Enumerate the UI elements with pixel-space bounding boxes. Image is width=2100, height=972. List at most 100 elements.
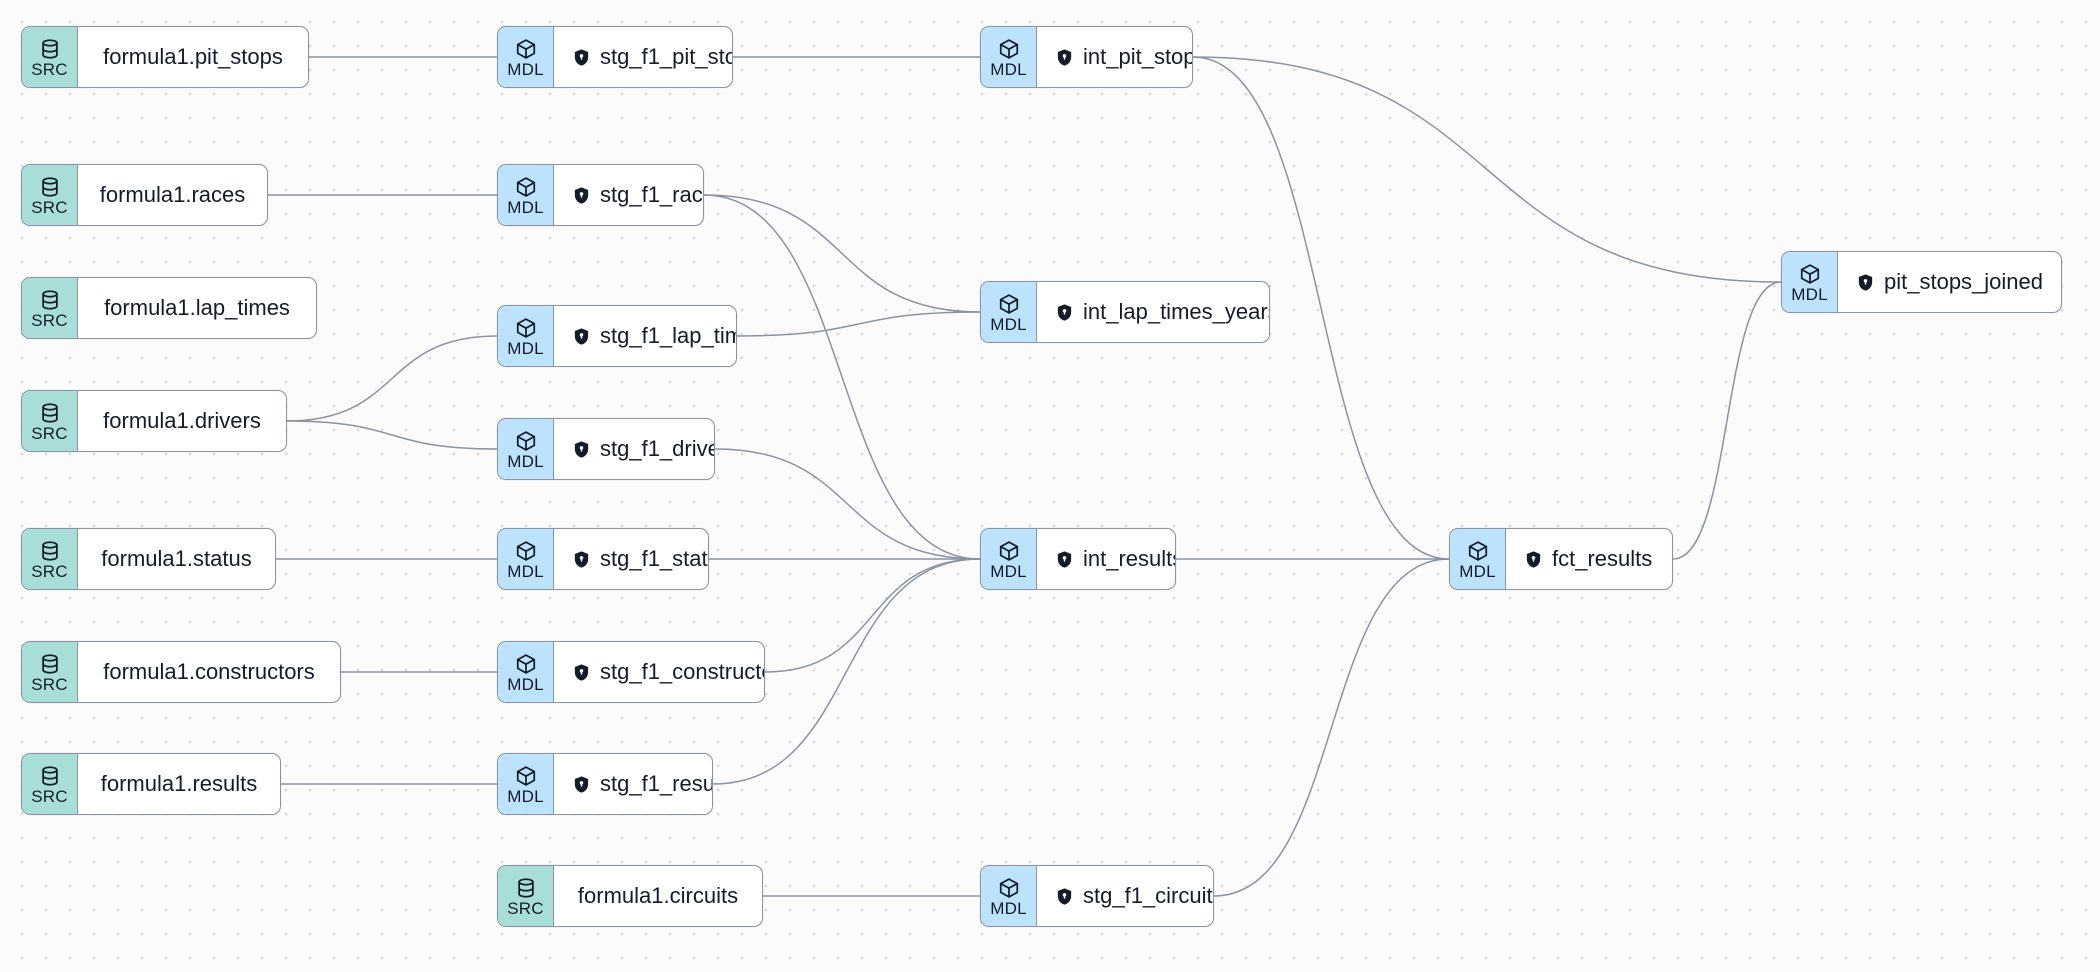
node-label: formula1.status (101, 546, 252, 571)
badge-label: MDL (1791, 285, 1828, 304)
node-label: stg_f1_drivers (600, 436, 714, 461)
edge-stg_circuits-to-fct_results (1213, 558, 1450, 897)
cube-icon (998, 38, 1020, 60)
node-label-wrap: fct_results (1506, 529, 1672, 589)
node-label: int_pit_stops (1083, 44, 1192, 69)
graph-node-src_circuits[interactable]: SRC formula1.circuits (497, 865, 763, 927)
badge-label: SRC (507, 899, 544, 918)
node-label: formula1.lap_times (104, 295, 290, 320)
cube-icon (998, 877, 1020, 899)
mdl-badge: MDL (498, 27, 554, 87)
edge-stg_races-to-int_results (703, 194, 981, 560)
mdl-badge: MDL (498, 165, 554, 225)
node-label-wrap: int_pit_stops (1037, 27, 1192, 87)
node-label: formula1.races (99, 182, 246, 207)
node-label-wrap: stg_f1_races (554, 165, 703, 225)
node-label-wrap: stg_f1_status (554, 529, 708, 589)
src-badge: SRC (22, 165, 78, 225)
src-badge: SRC (22, 754, 78, 814)
node-label: stg_f1_constructors (600, 659, 764, 684)
node-label: formula1.circuits (577, 883, 739, 908)
cube-icon (515, 317, 537, 339)
badge-label: SRC (31, 675, 68, 694)
graph-node-fct_results[interactable]: MDL fct_results (1449, 528, 1673, 590)
cube-icon (515, 765, 537, 787)
graph-node-src_pit_stops[interactable]: SRC formula1.pit_stops (21, 26, 309, 88)
shield-lock-icon (1055, 303, 1074, 322)
graph-node-stg_constructors[interactable]: MDL stg_f1_constructors (497, 641, 765, 703)
shield-lock-icon (1055, 48, 1074, 67)
mdl-badge: MDL (981, 282, 1037, 342)
mdl-badge: MDL (498, 306, 554, 366)
node-label-wrap: stg_f1_pit_stops (554, 27, 732, 87)
cube-icon (1799, 263, 1821, 285)
node-label: pit_stops_joined (1884, 269, 2044, 294)
cube-icon (998, 293, 1020, 315)
node-label: stg_f1_circuits (1083, 883, 1214, 908)
node-label: fct_results (1552, 546, 1653, 571)
node-label-wrap: formula1.circuits (554, 866, 762, 926)
node-label: stg_f1_lap_times (600, 323, 736, 348)
node-label-wrap: formula1.drivers (78, 391, 286, 451)
node-label-wrap: stg_f1_circuits (1037, 866, 1214, 926)
shield-lock-icon (1055, 550, 1074, 569)
graph-node-pit_stops_joined[interactable]: MDL pit_stops_joined (1781, 251, 2062, 313)
graph-node-stg_status[interactable]: MDL stg_f1_status (497, 528, 709, 590)
graph-node-stg_drivers[interactable]: MDL stg_f1_drivers (497, 418, 715, 480)
edge-fct_results-to-pit_stops_joined (1672, 281, 1782, 560)
shield-lock-icon (572, 327, 591, 346)
node-label-wrap: stg_f1_results (554, 754, 712, 814)
database-icon (515, 877, 537, 899)
mdl-badge: MDL (498, 642, 554, 702)
node-label: int_lap_times_years (1083, 299, 1270, 324)
shield-lock-icon (572, 440, 591, 459)
database-icon (39, 176, 61, 198)
graph-node-src_drivers[interactable]: SRC formula1.drivers (21, 390, 287, 452)
graph-node-stg_races[interactable]: MDL stg_f1_races (497, 164, 704, 226)
node-label: formula1.pit_stops (103, 44, 283, 69)
badge-label: SRC (31, 60, 68, 79)
node-label-wrap: stg_f1_drivers (554, 419, 714, 479)
node-label-wrap: int_lap_times_years (1037, 282, 1270, 342)
badge-label: MDL (507, 198, 544, 217)
edge-src_drivers-to-stg_drivers (286, 420, 498, 450)
database-icon (39, 289, 61, 311)
graph-node-stg_results[interactable]: MDL stg_f1_results (497, 753, 713, 815)
src-badge: SRC (498, 866, 554, 926)
database-icon (39, 402, 61, 424)
badge-label: SRC (31, 562, 68, 581)
graph-node-stg_pit_stops[interactable]: MDL stg_f1_pit_stops (497, 26, 733, 88)
graph-node-src_races[interactable]: SRC formula1.races (21, 164, 268, 226)
mdl-badge: MDL (498, 754, 554, 814)
edge-stg_lap_times-to-int_lap_times_years (736, 311, 981, 337)
badge-label: MDL (1459, 562, 1496, 581)
mdl-badge: MDL (498, 529, 554, 589)
graph-node-stg_lap_times[interactable]: MDL stg_f1_lap_times (497, 305, 737, 367)
shield-lock-icon (572, 186, 591, 205)
edge-src_drivers-to-stg_lap_times (286, 335, 498, 422)
node-label: stg_f1_results (600, 771, 712, 796)
cube-icon (515, 653, 537, 675)
src-badge: SRC (22, 391, 78, 451)
badge-label: MDL (507, 562, 544, 581)
badge-label: MDL (507, 452, 544, 471)
graph-node-int_lap_times_years[interactable]: MDL int_lap_times_years (980, 281, 1270, 343)
cube-icon (998, 540, 1020, 562)
database-icon (39, 653, 61, 675)
graph-node-src_status[interactable]: SRC formula1.status (21, 528, 276, 590)
shield-lock-icon (572, 48, 591, 67)
badge-label: MDL (507, 787, 544, 806)
badge-label: MDL (507, 675, 544, 694)
badge-label: SRC (31, 424, 68, 443)
cube-icon (515, 430, 537, 452)
node-label: formula1.drivers (103, 408, 261, 433)
node-label: stg_f1_pit_stops (600, 44, 732, 69)
